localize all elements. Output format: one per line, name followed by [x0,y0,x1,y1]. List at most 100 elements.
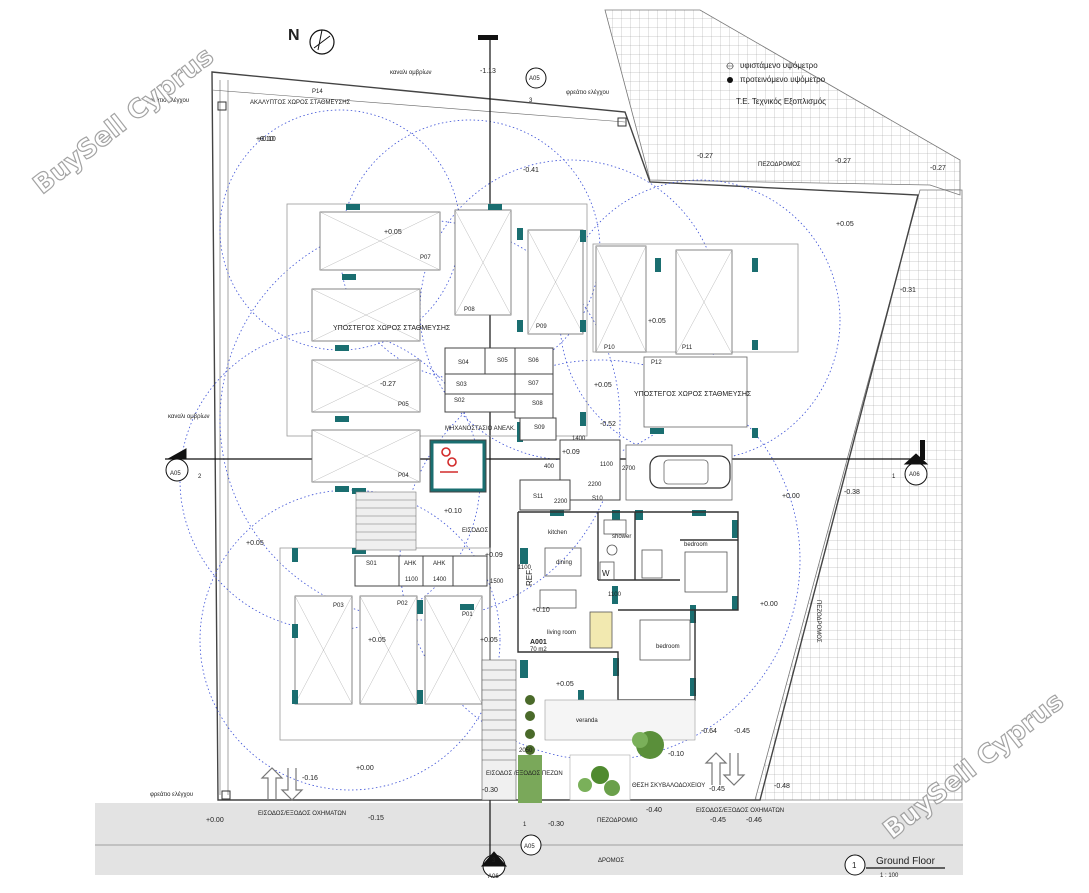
entrance-label: ΕΙΣΟΔΟΣ [462,528,488,534]
level-label: +0.09 [562,449,580,456]
columns [292,204,758,704]
legend-existing: υφιστάμενο υψόμετρο [740,61,818,70]
level-label: +0.10 [258,136,276,143]
vehicle-entry-arrows-icon [260,752,746,801]
veranda-label: veranda [576,718,598,724]
title-scale: 1 : 100 [880,873,899,879]
section-bottom-ref: A05 [524,844,535,850]
level-label: +0.00 [356,765,374,772]
lift-symbol-icon [440,447,458,473]
title-number-circle [844,854,866,876]
level-label: +0.10 [532,607,550,614]
section-top-num: 3 [529,98,533,104]
wc-label: W [602,569,610,578]
dimension-label: 2050 [519,748,533,754]
inspection-pit-label-2: φρεάτιο ελέγχου [566,89,609,96]
level-label: -0.45 [734,728,750,735]
storage-label: S10 [592,496,603,502]
dining-label: dining [556,560,572,566]
plot-boundary [211,71,919,801]
pedestrian-entry-label: ΕΙΣΟΔΟΣ /ΕΞΟΔΟΣ ΠΕΖΩΝ [486,771,563,777]
parking-bay-label: P02 [397,601,408,607]
parking-bay-label: P05 [398,402,409,408]
vehicle-entry-right-label: ΕΙΣΟΔΟΣ/ΕΞΟΔΟΣ ΟΧΗΜΑΤΩΝ [696,808,784,814]
mech-room-label: ΜΗΧΑΝΟΣΤΑΣΙΟ ΑΝΕΛΚ. [445,426,516,432]
storage-label: ΑΗΚ [404,561,416,567]
parking-bay-label: P11 [682,345,693,351]
dimension-label: 1400 [433,577,447,583]
level-label: -0.27 [380,381,396,388]
storage-label: S06 [528,358,539,364]
storage-label: S01 [366,561,377,567]
level-label: +0.10 [256,136,274,143]
legend-proposed: προτεινόμενο υψόμετρο [740,75,826,84]
storage-label: S07 [528,381,539,387]
veranda [544,699,696,741]
road-label: ΔΡΟΜΟΣ [598,858,624,864]
kitchen-label: kitchen [548,530,567,536]
plants [518,695,664,803]
sidewalk-hatch-right [754,189,963,801]
shower-label: shower [612,534,631,540]
storage-label: S11 [533,494,544,500]
parking-bay-label: P09 [536,324,547,330]
staircase [355,491,417,551]
storage-label: S04 [458,360,469,366]
parking-bay-label: P14 [312,89,323,95]
parking-bay-label: P12 [651,360,662,366]
level-label: -0.15 [368,815,384,822]
dimension-label: 2700 [622,466,636,472]
level-label: +0.05 [836,221,854,228]
north-arrow-icon [309,29,335,55]
dimension-label: 1100 [600,462,614,468]
parking-bay-label: P04 [398,473,409,479]
level-label: +0.05 [556,681,574,688]
level-labels: -1.13+0.10+0.10-0.41-0.27-0.27-0.27+0.05… [206,68,946,828]
dimension-label: 1100 [405,577,419,583]
level-label: +0.05 [368,637,386,644]
level-label: +0.05 [246,540,264,547]
storage-label: ΑΗΚ [433,561,445,567]
title-number: 1 [852,861,857,870]
storage-label: S02 [454,398,465,404]
dimension-label: 1100 [518,565,532,571]
unit-area-label: 70 m2 [530,647,547,653]
vehicle-entry-left-label: ΕΙΣΟΔΟΣ/ΕΞΟΔΟΣ ΟΧΗΜΑΤΩΝ [258,811,346,817]
watermark-top: BuySell Cyprus [28,41,220,200]
section-bottom-num-2: 3 [492,858,496,864]
storage-label: S08 [532,401,543,407]
section-left-num: 2 [198,474,202,480]
section-right-num: 1 [892,474,896,480]
bedroom-2-label: bedroom [656,644,680,650]
level-label: +0.05 [480,637,498,644]
dimension-label: 2200 [588,482,602,488]
living-label: living room [547,630,576,636]
level-label: -0.45 [709,786,725,793]
bin-area-label: ΘΕΣΗ ΣΚΥΒΑΛΟΔΟΧΕΙΟΥ [632,783,705,789]
dimension-label: 1400 [572,436,586,442]
level-label: +0.09 [485,552,503,559]
parking-bay-label: P03 [333,603,344,609]
level-label: -0.10 [668,751,684,758]
dimension-label: 1100 [608,592,622,598]
level-label: -0.30 [482,787,498,794]
level-label: +0.05 [384,229,402,236]
ref-label: REF. [525,569,534,586]
legend-equipment: Τ.Ε. Τεχνικός Εξοπλισμός [736,97,826,106]
level-label: -0.45 [710,817,726,824]
covered-parking-right-label: ΥΠΟΣΤΕΓΟΣ ΧΩΡΟΣ ΣΤΑΘΜΕΥΣΗΣ [634,391,752,398]
pedestrian-ramp [481,659,517,801]
level-label: +0.00 [782,493,800,500]
legend-symbols [726,62,734,83]
title-name: Ground Floor [876,856,936,867]
dimension-label: 1500 [490,579,504,585]
bedroom-1-label: bedroom [684,542,708,548]
level-label: +0.00 [760,601,778,608]
level-label: -0.31 [900,287,916,294]
covered-parking-left-label: ΥΠΟΣΤΕΓΟΣ ΧΩΡΟΣ ΣΤΑΘΜΕΥΣΗΣ [333,325,451,332]
section-bottom-ref-2: A06 [488,874,499,880]
